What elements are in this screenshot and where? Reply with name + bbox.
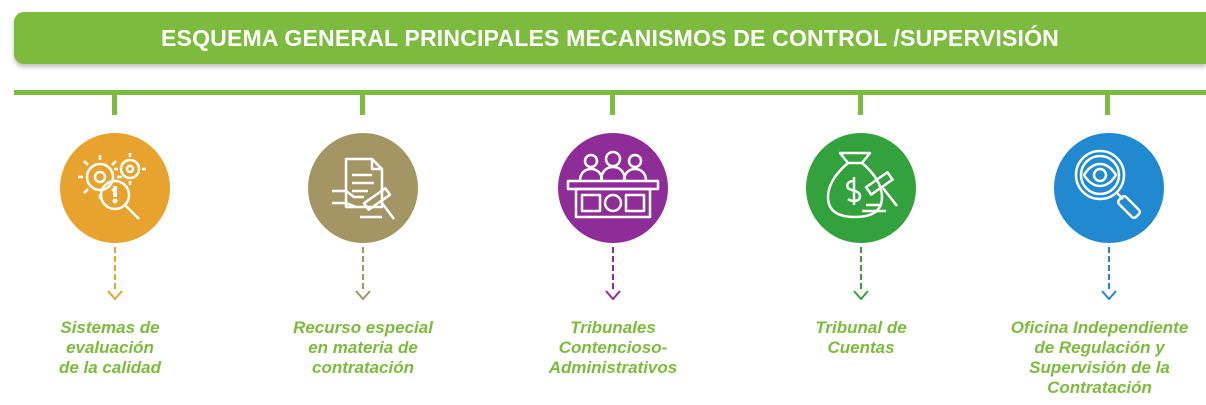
dashed-connector (114, 247, 116, 289)
dashed-connector (362, 247, 364, 289)
dashed-connector (612, 247, 614, 289)
money-bag-gavel-icon (806, 133, 916, 243)
mechanism-label: Tribunales Contencioso- Administrativos (548, 318, 678, 377)
mechanism-label: Tribunal de Cuentas (815, 318, 907, 357)
mechanism-label: Recurso especial en materia de contratac… (293, 318, 433, 377)
connector-stem (858, 93, 863, 115)
diagram-title: ESQUEMA GENERAL PRINCIPALES MECANISMOS D… (160, 24, 1059, 51)
court-judges-icon (558, 133, 668, 243)
arrow-down-icon (355, 290, 371, 301)
arrow-down-icon (1101, 290, 1117, 301)
gears-alert-icon (60, 133, 170, 243)
dashed-connector (860, 247, 862, 289)
connector-stem (610, 93, 615, 115)
connector-stem (360, 93, 365, 115)
mechanism-label: Oficina Independiente de Regulación y Su… (1010, 318, 1189, 397)
arrow-down-icon (107, 290, 123, 301)
arrow-down-icon (853, 290, 869, 301)
connector-stem (112, 93, 117, 115)
title-banner: ESQUEMA GENERAL PRINCIPALES MECANISMOS D… (14, 12, 1206, 64)
connector-line (14, 90, 1206, 95)
arrow-down-icon (605, 290, 621, 301)
document-gavel-icon (308, 133, 418, 243)
dashed-connector (1108, 247, 1110, 289)
connector-stem (1105, 93, 1110, 115)
mechanism-label: Sistemas de evaluación de la calidad (58, 318, 162, 377)
magnifier-eye-icon (1054, 133, 1164, 243)
